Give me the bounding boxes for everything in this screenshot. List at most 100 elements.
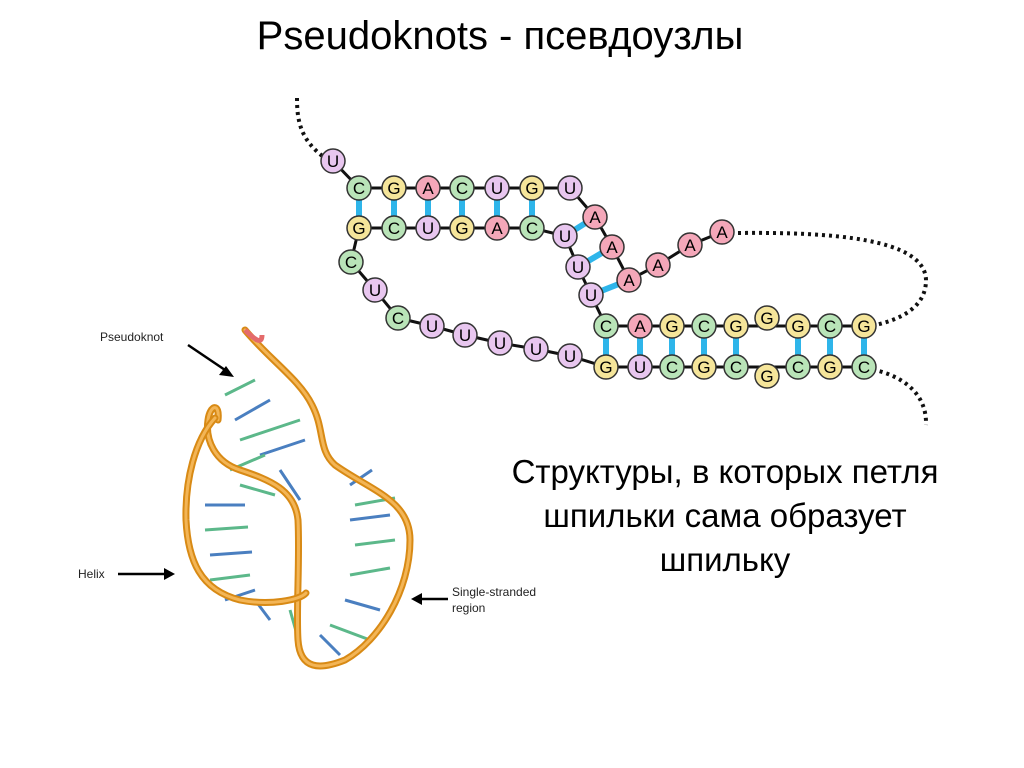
nucleotide-G: G — [754, 305, 780, 331]
nucleotide-letter: A — [623, 271, 635, 290]
base-pair-bonds — [356, 188, 867, 367]
nucleotide-C: C — [385, 305, 411, 331]
description-line-3: шпильку — [659, 541, 791, 578]
nucleotide-letter: U — [572, 258, 584, 277]
nucleotide-circle — [754, 363, 780, 389]
base-rung — [239, 483, 276, 497]
nucleotide-letter: C — [388, 219, 400, 238]
annotation-single-stranded-line1: Single-stranded — [452, 585, 536, 599]
base-rung — [278, 469, 302, 501]
nucleotide-letter: U — [491, 179, 503, 198]
base-rung — [204, 525, 249, 532]
base-rung — [349, 513, 391, 522]
description-text: Структуры, в которых петля шпильки сама … — [470, 450, 980, 582]
nucleotide-G: G — [851, 313, 877, 339]
nucleotide-circle — [599, 234, 625, 260]
nucleotide-circle — [415, 175, 441, 201]
nucleotide-circle — [723, 354, 749, 380]
nucleotide-G: G — [785, 313, 811, 339]
nucleotide-U: U — [484, 175, 510, 201]
nucleotide-letter: C — [353, 179, 365, 198]
nucleotide-C: C — [659, 354, 685, 380]
nucleotide-circle — [578, 282, 604, 308]
base-rung — [209, 550, 253, 557]
base-rung — [354, 538, 396, 547]
nucleotide-letter: U — [559, 227, 571, 246]
nucleotide-letter: C — [456, 179, 468, 198]
nucleotide-C: C — [723, 354, 749, 380]
nucleotide-letter: G — [352, 219, 365, 238]
nucleotide-C: C — [346, 175, 372, 201]
nucleotide-letter: U — [564, 179, 576, 198]
nucleotide-U: U — [452, 322, 478, 348]
nucleotide-circle — [523, 336, 549, 362]
base-rung — [259, 438, 306, 457]
nucleotide-letter: G — [525, 179, 538, 198]
nucleotide-C: C — [593, 313, 619, 339]
nucleotide-U: U — [578, 282, 604, 308]
page-title: Pseudoknots - псевдоузлы — [0, 14, 1024, 59]
nucleotide-C: C — [381, 215, 407, 241]
nucleotide-circle — [419, 313, 445, 339]
nucleotide-U: U — [487, 330, 513, 356]
dashed-tail-right-upper — [737, 230, 929, 329]
nucleotide-C: C — [519, 215, 545, 241]
nucleotide-letter: U — [422, 219, 434, 238]
nucleotide-A: A — [484, 215, 510, 241]
base-rung — [239, 418, 301, 442]
nucleotide-circle — [565, 254, 591, 280]
nucleotide-A: A — [415, 175, 441, 201]
page-title-text: Pseudoknots - псевдоузлы — [256, 14, 744, 58]
nucleotide-circle — [851, 354, 877, 380]
nucleotide-circle — [557, 343, 583, 369]
backbone-ribbon-5 — [243, 328, 265, 343]
nucleotide-letter: U — [369, 281, 381, 300]
nucleotide-letter: G — [455, 219, 468, 238]
nucleotide-circle — [627, 313, 653, 339]
nucleotide-circle — [817, 354, 843, 380]
base-rung — [349, 566, 391, 577]
arrow-pseudoknot-head — [219, 366, 234, 377]
nucleotide-letter: C — [526, 219, 538, 238]
nucleotide-letter: G — [697, 358, 710, 377]
nucleotide-circle — [362, 277, 388, 303]
nucleotide-letter: C — [730, 358, 742, 377]
nucleotide-U: U — [419, 313, 445, 339]
annotation-helix: Helix — [78, 567, 105, 581]
nucleotide-letter: C — [792, 358, 804, 377]
nucleotide-circle — [616, 267, 642, 293]
nucleotide-G: G — [817, 354, 843, 380]
nucleotide-circle — [754, 305, 780, 331]
dashed-tail-top-left — [295, 97, 327, 160]
base-rung — [329, 623, 371, 642]
dashed-tail-right-lower — [865, 366, 929, 426]
nucleotide-letter: C — [666, 358, 678, 377]
nucleotide-U: U — [415, 215, 441, 241]
nucleotide-circle — [659, 354, 685, 380]
nucleotide-letter: A — [606, 238, 618, 257]
nucleotide-letter: U — [585, 286, 597, 305]
nucleotide-circle — [593, 313, 619, 339]
nucleotide-circle — [677, 232, 703, 258]
nucleotide-circle — [381, 215, 407, 241]
nucleotide-U: U — [627, 354, 653, 380]
base-rung — [318, 633, 342, 657]
nucleotide-C: C — [691, 313, 717, 339]
nucleotide-circle — [484, 175, 510, 201]
nucleotide-letter: G — [760, 309, 773, 328]
nucleotide-G: G — [593, 354, 619, 380]
rna-3d-structure — [182, 326, 414, 670]
nucleotide-letter: A — [716, 223, 728, 242]
nucleotide-circle — [338, 249, 364, 275]
nucleotide-circle — [415, 215, 441, 241]
nucleotide-letter: G — [729, 317, 742, 336]
nucleotide-G: G — [346, 215, 372, 241]
nucleotide-G: G — [381, 175, 407, 201]
nucleotide-U: U — [320, 148, 346, 174]
nucleotide-letter: U — [530, 340, 542, 359]
nucleotide-letter: G — [760, 367, 773, 386]
nucleotide-circle — [484, 215, 510, 241]
nucleotide-U: U — [362, 277, 388, 303]
nucleotide-G: G — [519, 175, 545, 201]
